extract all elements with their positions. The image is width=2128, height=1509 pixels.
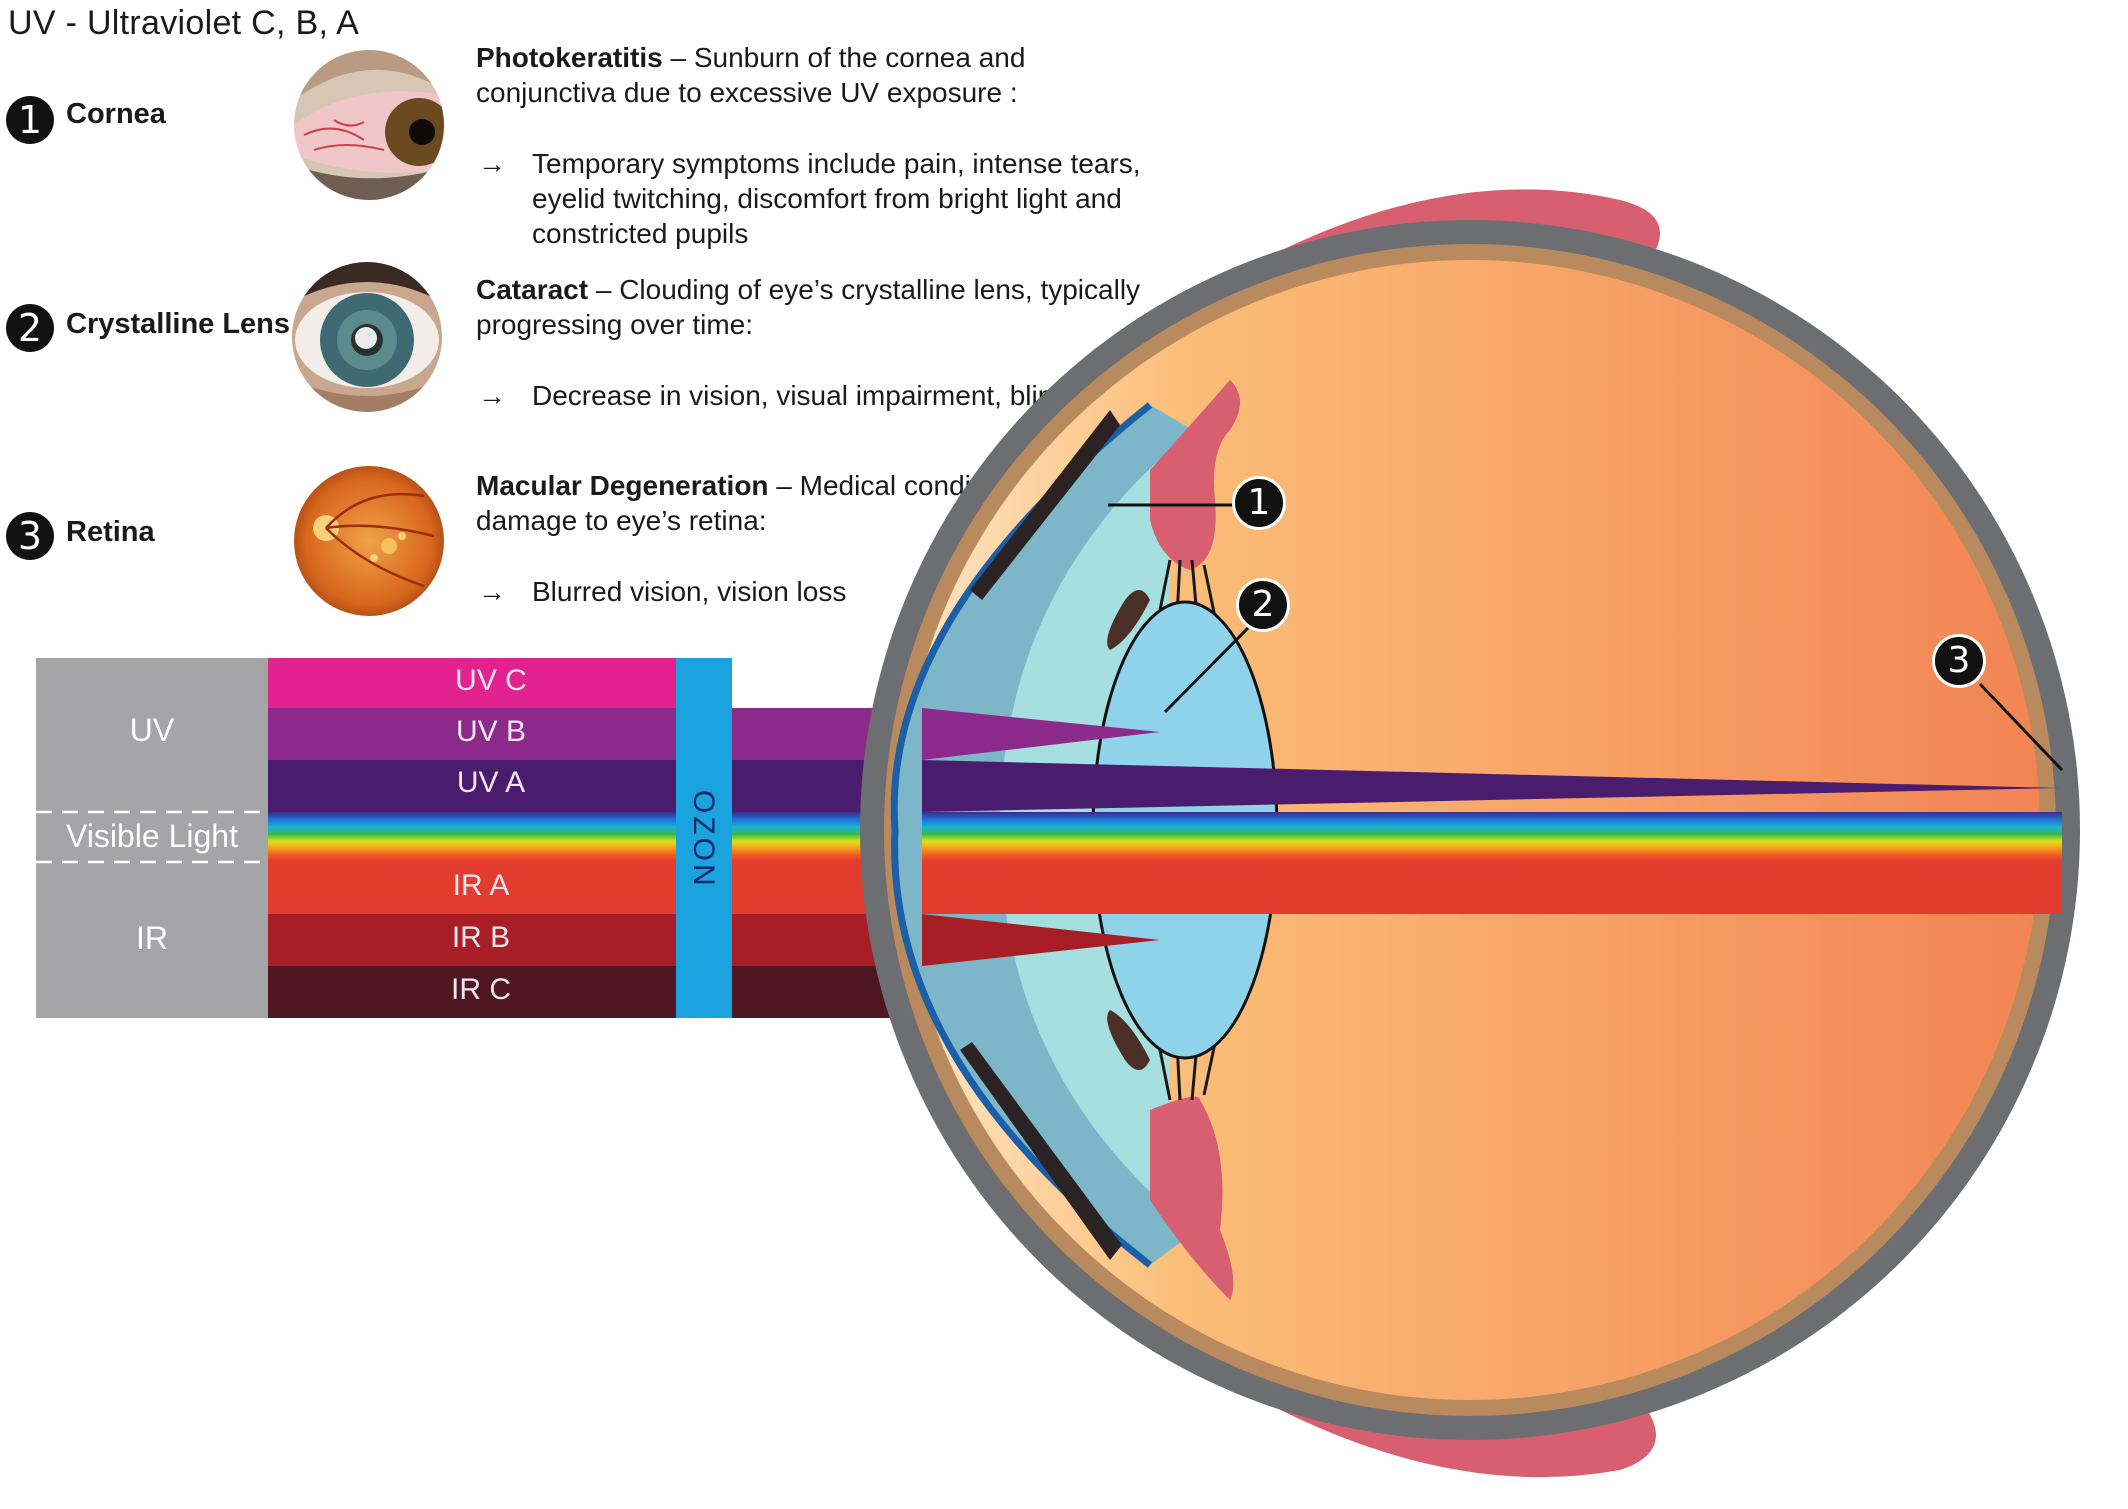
cornea-surface [890,402,1153,1268]
macular-degeneration-lead: – Medical condition of damage to eye’s r… [476,470,1048,536]
cataract-title: Cataract [476,274,589,305]
cataract-lead: – Clouding of eye’s crystalline lens, ty… [476,274,1141,340]
band-uvc-bar [268,658,676,708]
uv-group-label: UV [129,712,175,748]
band-uvb-label: UV B [455,715,527,748]
uva-ray [922,760,2060,812]
iris-lower [1150,1096,1234,1300]
cornea-number-badge: 1 [6,96,54,144]
visible-ray [922,812,2062,862]
cataract-description: Cataract – Clouding of eye’s crystalline… [476,272,1156,342]
retina-label: Retina [66,516,155,548]
band-uvb-bar [268,708,676,760]
ozone-label: OZON [687,790,720,889]
ozone-filter [676,658,732,1018]
arrow-icon: → [478,380,506,411]
band-irb-bar [268,914,676,966]
band-ira-label: IR A [452,869,510,902]
callout-3-leader [1978,682,2064,772]
spectrum-group-block [36,658,268,1018]
ir-group-label: IR [136,920,168,956]
ciliary-upper [1107,590,1150,650]
macular-degeneration-description: Macular Degeneration – Medical condition… [476,468,1156,538]
lower-lash [960,1042,1122,1260]
diagram-title: UV - Ultraviolet C, B, A [8,4,360,42]
band-uva-label: UV A [456,766,526,799]
photokeratitis-symptoms: Temporary symptoms include pain, intense… [532,148,1141,249]
band-irb-label: IR B [451,921,511,954]
cataract-symptoms: Decrease in vision, visual impairment, b… [532,380,1129,411]
band-uva-bar [268,760,676,812]
macular-degeneration-symptoms: Blurred vision, vision loss [532,576,847,607]
callout-2-leader [1163,626,1250,714]
band-visible-bar [268,812,676,862]
band-uvc-label: UV C [455,664,527,697]
iris-upper [1150,380,1240,570]
lens-label: Crystalline Lens [66,308,291,340]
callout-1-badge: 1 [1232,476,1286,530]
macular-degeneration-photo [294,466,444,616]
callout-3-badge: 3 [1932,634,1986,688]
photokeratitis-lead: – Sunburn of the cornea and conjunctiva … [476,42,1026,108]
irb-ray [922,914,1160,966]
band-ira-bar [268,862,676,914]
arrow-icon: → [478,148,506,179]
upper-lash [970,410,1120,600]
ciliary-lower [1107,1010,1150,1070]
cataract-photo [292,262,442,412]
photokeratitis-description: Photokeratitis – Sunburn of the cornea a… [476,40,1156,110]
photokeratitis-photo [294,50,444,200]
callout-2-badge: 2 [1236,578,1290,632]
band-irc-bar [268,966,676,1018]
photokeratitis-title: Photokeratitis [476,42,663,73]
uvb-ray [922,708,1160,760]
retina-number-badge: 3 [6,512,54,560]
visible-light-group-label: Visible Light [66,818,238,854]
band-irc-label: IR C [451,973,511,1006]
arrow-icon: → [478,576,506,607]
macular-degeneration-title: Macular Degeneration [476,470,769,501]
lens-number-badge: 2 [6,304,54,352]
ira-ray [922,862,2062,914]
cornea-label: Cornea [66,98,166,130]
